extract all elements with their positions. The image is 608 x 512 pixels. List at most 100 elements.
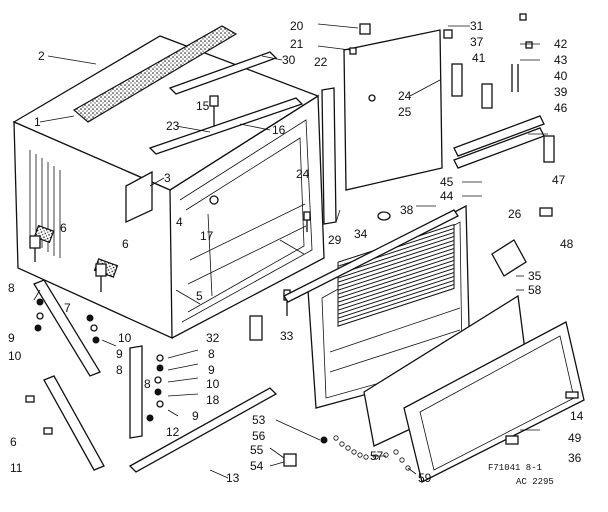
label-6a: 6	[60, 221, 67, 235]
label-3: 3	[164, 171, 171, 185]
label-26: 26	[508, 207, 522, 221]
clip-21	[349, 47, 357, 55]
panel-24	[343, 29, 443, 191]
label-9a: 9	[8, 331, 15, 345]
part-14	[565, 391, 579, 399]
mounting-bracket	[125, 170, 153, 224]
label-6c: 6	[10, 435, 17, 449]
screw-17	[209, 195, 219, 205]
label-29: 29	[328, 233, 342, 247]
part-47	[543, 135, 555, 163]
label-41: 41	[472, 51, 486, 65]
part-31	[443, 29, 453, 39]
bolt-6-left	[29, 235, 41, 262]
label-36: 36	[568, 451, 582, 465]
label-35: 35	[528, 269, 542, 283]
label-6b: 6	[122, 237, 129, 251]
label-53: 53	[252, 413, 266, 427]
label-46: 46	[554, 101, 568, 115]
hardware-left	[25, 298, 164, 435]
insulation-strip	[72, 25, 238, 123]
label-5: 5	[196, 289, 203, 303]
clip-20	[359, 23, 371, 35]
label-8a: 8	[8, 281, 15, 295]
label-1: 1	[34, 115, 41, 129]
label-9c: 9	[208, 363, 215, 377]
part-26	[491, 239, 527, 277]
label-43: 43	[554, 53, 568, 67]
label-8b: 8	[116, 363, 123, 377]
label-42: 42	[554, 37, 568, 51]
top-channel	[168, 51, 278, 95]
hardware-42-39	[511, 13, 533, 92]
chain-57	[333, 435, 411, 471]
label-54: 54	[250, 459, 264, 473]
label-20: 20	[290, 19, 304, 33]
bolt-6-right	[95, 263, 107, 292]
label-13: 13	[226, 471, 240, 485]
label-48: 48	[560, 237, 574, 251]
label-21: 21	[290, 37, 304, 51]
part-labels: 2 1 30 15 23 16 3 6 6 4 17 5 24 22 20 21…	[8, 19, 584, 487]
angle-18	[129, 345, 143, 439]
screw-25	[368, 94, 376, 102]
label-18: 18	[206, 393, 220, 407]
channel-22	[321, 87, 337, 225]
label-24b: 24	[398, 89, 412, 103]
label-10c: 10	[206, 377, 220, 391]
label-17: 17	[200, 229, 214, 243]
label-16: 16	[272, 123, 286, 137]
label-9d: 9	[192, 409, 199, 423]
label-39: 39	[554, 85, 568, 99]
label-45: 45	[440, 175, 454, 189]
label-12: 12	[166, 425, 180, 439]
part-32	[249, 315, 263, 341]
label-31: 31	[470, 19, 484, 33]
label-55: 55	[250, 443, 264, 457]
drawing-code: F71041 8-1	[488, 463, 542, 473]
label-23: 23	[166, 119, 180, 133]
label-30: 30	[282, 53, 296, 67]
cabinet-wrapper	[12, 35, 325, 340]
label-56: 56	[252, 429, 266, 443]
label-49: 49	[568, 431, 582, 445]
rail-13	[128, 387, 278, 473]
label-2: 2	[38, 49, 45, 63]
label-14: 14	[570, 409, 584, 423]
label-9b: 9	[116, 347, 123, 361]
label-24a: 24	[296, 167, 310, 181]
leader-lines	[33, 23, 548, 479]
label-59: 59	[418, 471, 432, 485]
label-8c: 8	[208, 347, 215, 361]
ac-code: AC 2295	[516, 477, 554, 487]
label-44: 44	[440, 189, 454, 203]
part-37	[451, 63, 463, 97]
washer-53	[320, 436, 328, 444]
label-10b: 10	[118, 331, 132, 345]
label-38: 38	[400, 203, 414, 217]
part-49	[505, 435, 519, 445]
part-48	[539, 207, 553, 217]
knob-55	[283, 453, 297, 467]
screw-15	[209, 95, 219, 126]
clip-34	[377, 211, 391, 221]
label-32: 32	[206, 331, 220, 345]
label-8d: 8	[144, 377, 151, 391]
label-40: 40	[554, 69, 568, 83]
top-angle	[148, 97, 304, 155]
strip-38	[283, 209, 459, 303]
label-57: 57	[370, 449, 384, 463]
rail-46	[453, 115, 545, 157]
label-15: 15	[196, 99, 210, 113]
label-25: 25	[398, 105, 412, 119]
label-7: 7	[64, 301, 71, 315]
label-47: 47	[552, 173, 566, 187]
part-41	[481, 83, 493, 109]
label-4: 4	[176, 215, 183, 229]
label-58: 58	[528, 283, 542, 297]
label-11: 11	[10, 461, 23, 475]
label-33: 33	[280, 329, 294, 343]
side-rail-11	[43, 375, 105, 471]
label-34: 34	[354, 227, 368, 241]
